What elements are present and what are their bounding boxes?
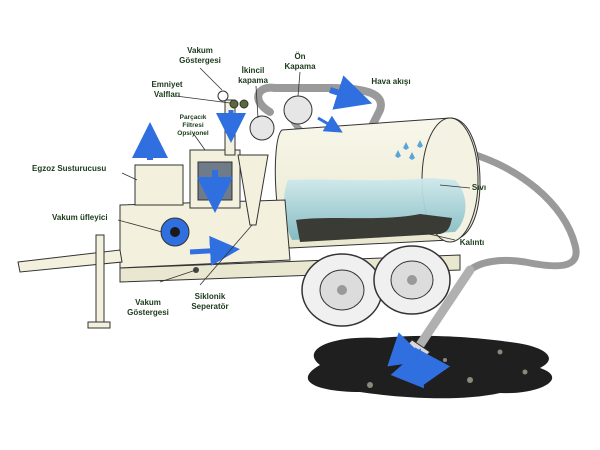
primary-shutoff — [283, 95, 313, 125]
label-parcacik-filtresi: Parçacık Filtresi Opsiyonel — [177, 114, 209, 137]
blower-hub — [170, 227, 180, 237]
secondary-shutoff — [249, 115, 275, 141]
vacuum-gauge-top — [217, 90, 229, 102]
tow-tongue — [17, 249, 123, 273]
label-kalinti: Kalıntı — [459, 238, 485, 247]
label-vakum-ufleyici: Vakum üfleyici — [52, 213, 108, 222]
wheel-front — [301, 253, 383, 327]
relief-valve-2 — [239, 99, 249, 109]
tongue-jack — [95, 234, 105, 326]
tank-splash — [395, 140, 423, 160]
label-sivi: Sıvı — [471, 183, 487, 192]
suction-wand — [415, 265, 475, 350]
label-vakum-gostergesi-top: Vakum Göstergesi — [179, 46, 221, 65]
blower-outlet-arrow — [189, 235, 240, 266]
label-ikincil-kapama: İkincil kapama — [238, 66, 268, 85]
label-egzoz-susturucusu: Egzoz Susturucusu — [32, 164, 107, 173]
tank-sediment — [296, 214, 452, 242]
label-vakum-gostergesi-bottom: Vakum Göstergesi — [127, 298, 169, 317]
wheel-rear — [373, 245, 451, 315]
leader-lines — [117, 67, 471, 286]
relief-valve-1 — [229, 99, 239, 109]
label-on-kapama: Ön Kapama — [284, 52, 316, 71]
cyclone-cone — [237, 154, 269, 226]
label-siklonik-seperator: Siklonik Seperatör — [191, 292, 229, 311]
suction-hose — [454, 146, 580, 274]
airflow-arrow-in — [317, 115, 343, 133]
trailer-frame — [119, 199, 291, 269]
top-hose — [254, 83, 385, 134]
exhaust-muffler — [134, 164, 184, 206]
label-hava-akisi: Hava akışı — [371, 77, 411, 86]
airflow-arrow-top — [329, 75, 373, 110]
jack-foot — [87, 321, 111, 329]
intake-arrows — [387, 332, 451, 389]
label-emniyet-valflari: Emniyet Valfları — [151, 80, 183, 99]
